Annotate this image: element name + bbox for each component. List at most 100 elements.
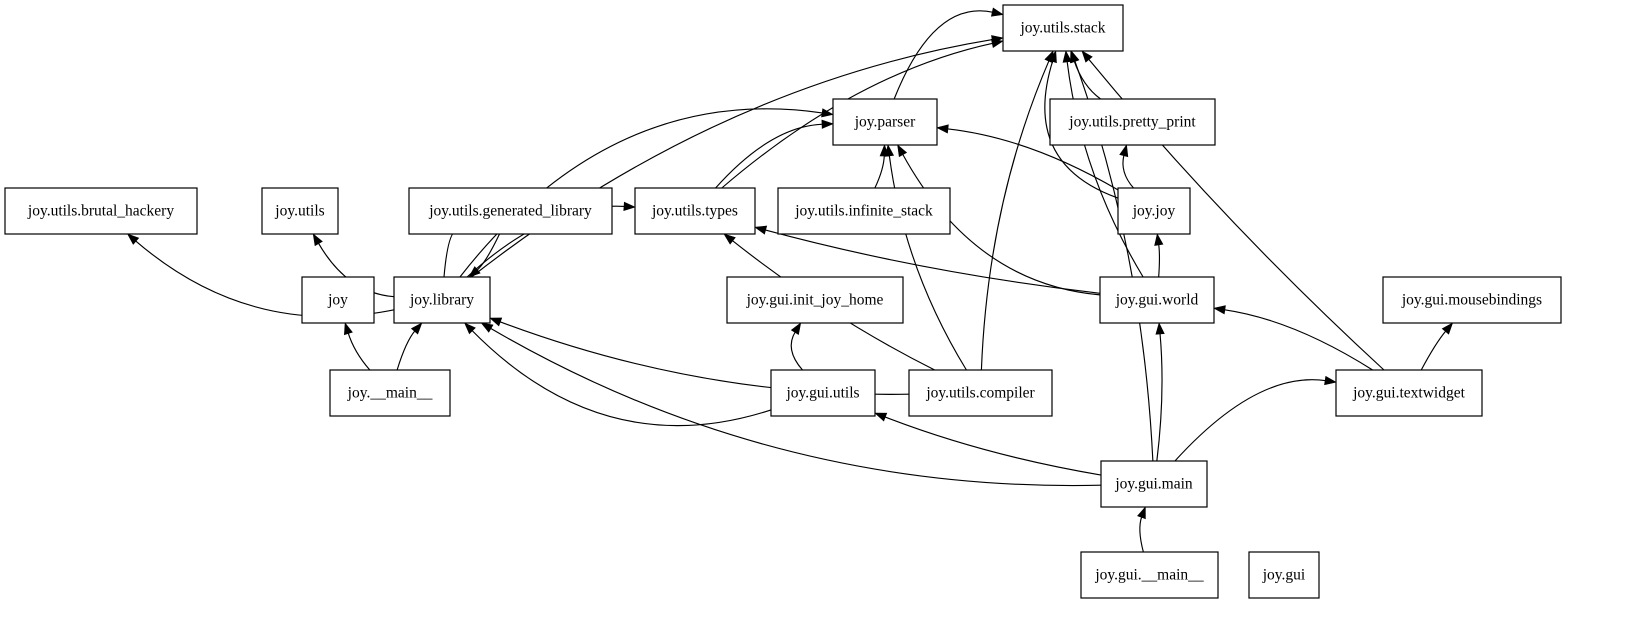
edge-arrowhead — [1137, 506, 1146, 520]
graph-node[interactable]: joy.gui.__main__ — [1080, 551, 1219, 599]
node-box[interactable] — [726, 276, 904, 324]
node-box[interactable] — [1100, 460, 1208, 508]
edge-arrowhead — [821, 108, 834, 118]
edge-arrowhead — [312, 233, 323, 247]
graph-edge — [980, 59, 1050, 371]
graph-node[interactable]: joy.gui.utils — [770, 369, 876, 417]
graph-node[interactable]: joy.utils.pretty_print — [1049, 98, 1216, 146]
node-box[interactable] — [1099, 276, 1215, 324]
node-label: joy.gui.world — [1115, 292, 1199, 309]
node-box[interactable] — [1002, 4, 1124, 52]
node-box[interactable] — [1248, 551, 1320, 599]
graph-node[interactable]: joy.utils — [261, 187, 339, 235]
graph-node[interactable]: joy.parser — [832, 98, 938, 146]
edge-arrowhead — [623, 201, 636, 211]
node-label: joy.utils.compiler — [925, 385, 1035, 402]
graph-node[interactable]: joy.gui — [1248, 551, 1320, 599]
node-label: joy.gui.init_joy_home — [746, 292, 884, 309]
edge-arrowhead — [1441, 322, 1454, 335]
node-box[interactable] — [408, 187, 613, 235]
node-label: joy.__main__ — [347, 385, 433, 402]
node-box[interactable] — [1080, 551, 1219, 599]
node-box[interactable] — [908, 369, 1053, 417]
node-label: joy.gui.mousebindings — [1401, 292, 1542, 309]
graph-node[interactable]: joy.__main__ — [329, 369, 451, 417]
node-box[interactable] — [634, 187, 756, 235]
edge-arrowhead — [468, 266, 481, 278]
node-box[interactable] — [832, 98, 938, 146]
node-label: joy.utils.pretty_print — [1068, 114, 1196, 131]
node-box[interactable] — [1049, 98, 1216, 146]
edge-arrowhead — [1154, 233, 1164, 246]
edge-arrowhead — [990, 38, 1004, 48]
graph-node[interactable]: joy.gui.main — [1100, 460, 1208, 508]
node-box[interactable] — [301, 276, 375, 324]
node-box[interactable] — [261, 187, 339, 235]
node-layer: joy.utils.stack joy.parser joy.utils.prett… — [4, 4, 1562, 599]
graph-edge — [1073, 60, 1101, 100]
edge-arrowhead — [790, 322, 802, 336]
graph-edge — [489, 327, 1102, 487]
node-label: joy.gui.__main__ — [1094, 567, 1204, 584]
graph-edge — [1174, 379, 1327, 462]
edge-arrowhead — [821, 119, 834, 129]
graph-node[interactable]: joy.gui.init_joy_home — [726, 276, 904, 324]
edge-arrowhead — [480, 322, 494, 333]
edge-arrowhead — [1324, 375, 1337, 386]
edge-arrowhead — [897, 144, 908, 158]
node-label: joy.utils.infinite_stack — [794, 203, 933, 220]
node-box[interactable] — [329, 369, 451, 417]
node-box[interactable] — [777, 187, 951, 235]
graph-edge — [1420, 330, 1447, 371]
node-label: joy.joy — [1132, 203, 1176, 220]
graph-node[interactable]: joy.utils.brutal_hackery — [4, 187, 198, 235]
edge-arrowhead — [936, 124, 949, 134]
graph-edge — [715, 123, 824, 189]
edge-arrowhead — [1081, 50, 1093, 63]
graph-node[interactable]: joy.utils.infinite_stack — [777, 187, 951, 235]
node-label: joy.gui.main — [1114, 476, 1193, 493]
graph-edge — [893, 10, 994, 100]
node-box[interactable] — [1117, 187, 1191, 235]
edge-arrowhead — [723, 233, 736, 245]
node-box[interactable] — [770, 369, 876, 417]
node-box[interactable] — [1382, 276, 1562, 324]
graph-node[interactable]: joy.gui.textwidget — [1335, 369, 1483, 417]
edge-arrowhead — [754, 225, 768, 235]
graph-node[interactable]: joy.library — [393, 276, 491, 324]
node-label: joy.utils — [274, 203, 324, 220]
edge-arrowhead — [410, 322, 423, 335]
graph-edge — [764, 229, 1101, 294]
graph-node[interactable]: joy.joy — [1117, 187, 1191, 235]
node-label: joy.utils.stack — [1019, 20, 1105, 37]
graph-edge — [1044, 60, 1119, 199]
graph-edge — [443, 230, 457, 278]
edge-layer — [126, 7, 1454, 553]
node-box[interactable] — [4, 187, 198, 235]
graph-node[interactable]: joy.utils.compiler — [908, 369, 1053, 417]
graph-node[interactable]: joy.utils.types — [634, 187, 756, 235]
node-label: joy.utils.brutal_hackery — [27, 203, 174, 220]
edge-arrowhead — [489, 317, 503, 327]
graph-edge — [884, 416, 1102, 476]
node-label: joy.gui.utils — [785, 385, 859, 402]
graph-node[interactable]: joy.utils.stack — [1002, 4, 1124, 52]
graph-node[interactable]: joy — [301, 276, 375, 324]
graph-edge — [1158, 243, 1161, 278]
node-box[interactable] — [393, 276, 491, 324]
node-box[interactable] — [1335, 369, 1483, 417]
graph-edge — [347, 332, 371, 371]
node-label: joy.parser — [854, 114, 916, 131]
node-label: joy.gui.textwidget — [1352, 385, 1465, 402]
edge-arrowhead — [879, 144, 889, 157]
graph-node[interactable]: joy.gui.world — [1099, 276, 1215, 324]
graph-edge — [476, 233, 501, 271]
node-label: joy.gui — [1262, 567, 1306, 584]
graph-node[interactable]: joy.utils.generated_library — [408, 187, 613, 235]
graph-edge — [1066, 60, 1144, 278]
edge-arrowhead — [464, 322, 476, 335]
node-label: joy.library — [409, 292, 474, 309]
graph-node[interactable]: joy.gui.mousebindings — [1382, 276, 1562, 324]
